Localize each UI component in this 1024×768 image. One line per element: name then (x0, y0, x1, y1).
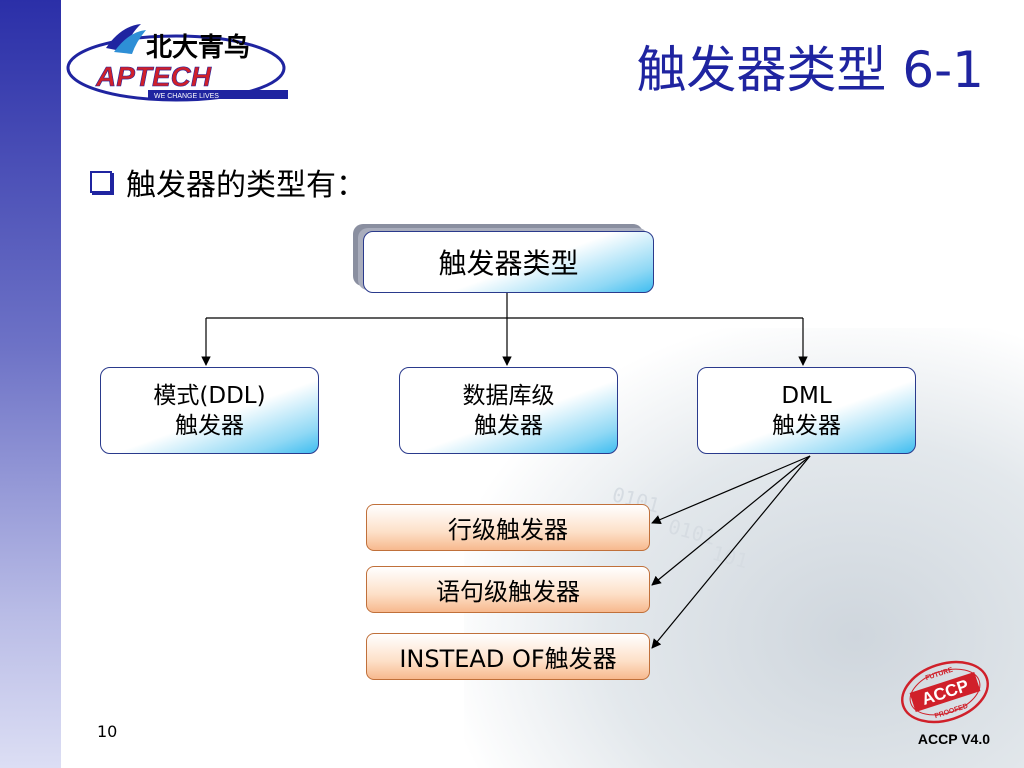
svg-text:APTECH: APTECH (95, 61, 212, 92)
footer-version: ACCP V4.0 (917, 731, 990, 747)
node-line1: 模式(DDL) (153, 382, 266, 409)
page-number: 10 (97, 722, 118, 741)
left-accent-bar (0, 0, 61, 768)
subtype-label: 语句级触发器 (436, 578, 580, 606)
subtype-label: INSTEAD OF触发器 (399, 645, 617, 673)
node-statement-level-trigger: 语句级触发器 (366, 566, 650, 613)
slide-title: 触发器类型 6-1 (636, 41, 984, 99)
subtype-label: 行级触发器 (448, 516, 568, 544)
bullet-line: 触发器的类型有： (90, 160, 366, 204)
node-row-level-trigger: 行级触发器 (366, 504, 650, 551)
bullet-text: 触发器的类型有： (126, 168, 366, 203)
node-instead-of-trigger: INSTEAD OF触发器 (366, 633, 650, 680)
node-ddl-trigger: 模式(DDL) 触发器 (100, 367, 319, 454)
node-line2: 触发器 (772, 412, 841, 439)
node-line2: 触发器 (175, 412, 244, 439)
checkbox-bullet-icon (90, 171, 112, 193)
root-node-trigger-types: 触发器类型 (363, 231, 654, 293)
root-node-label: 触发器类型 (438, 247, 579, 280)
node-database-trigger: 数据库级 触发器 (399, 367, 618, 454)
node-line2: 触发器 (474, 412, 543, 439)
svg-text:北大青鸟: 北大青鸟 (146, 32, 250, 63)
node-line1: DML (781, 382, 832, 409)
node-line1: 数据库级 (462, 382, 555, 409)
svg-text:PROOFED: PROOFED (934, 703, 969, 720)
node-dml-trigger: DML 触发器 (697, 367, 916, 454)
aptech-logo: 北大青鸟 APTECH WE CHANGE LIVES (66, 24, 288, 102)
svg-text:WE CHANGE LIVES: WE CHANGE LIVES (154, 93, 219, 100)
accp-stamp-logo: ACCP FUTURE PROOFED (901, 660, 989, 724)
